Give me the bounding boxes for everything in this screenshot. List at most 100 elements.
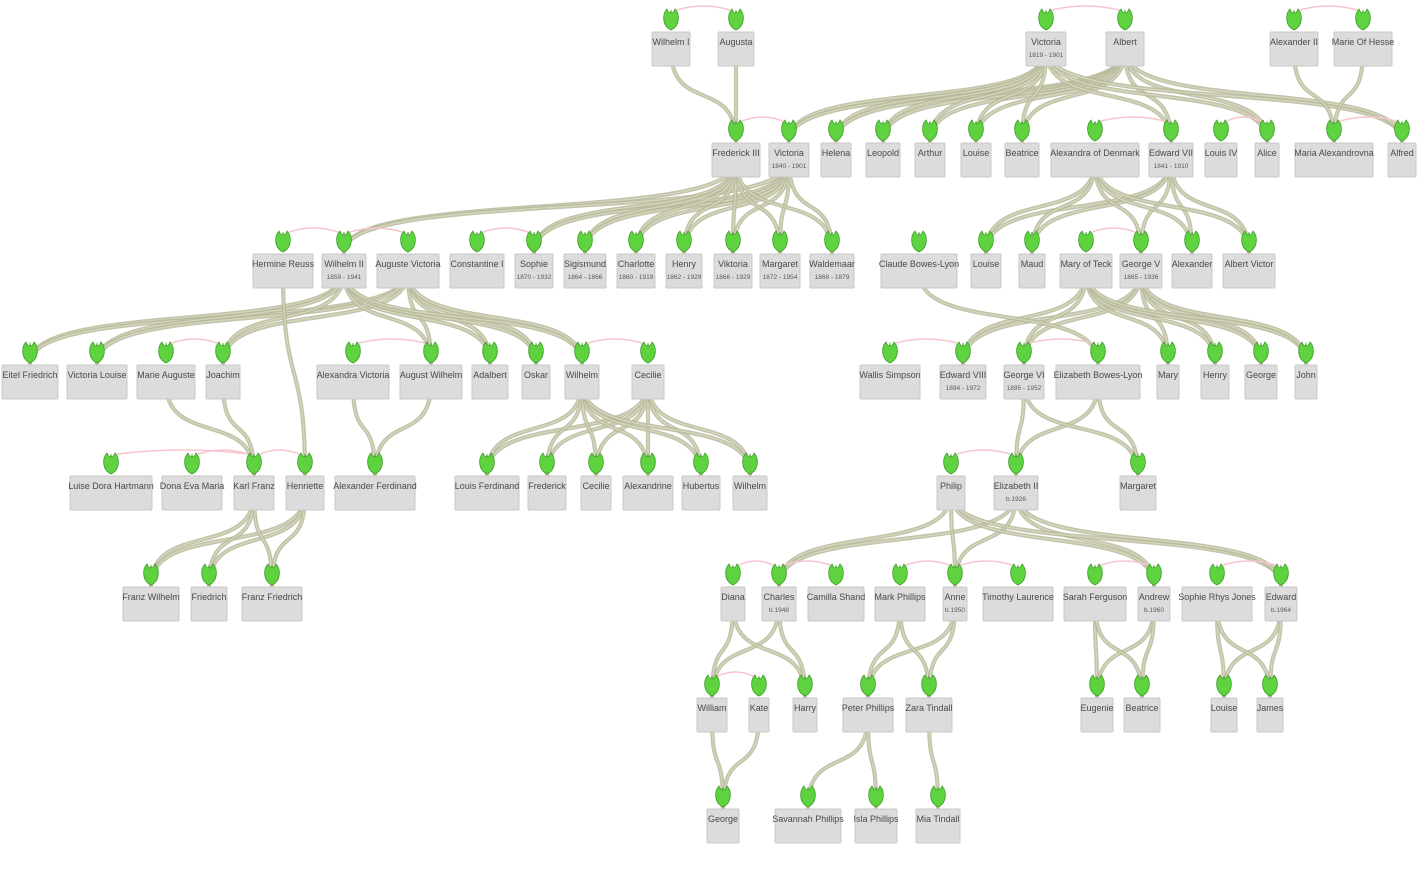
person-card[interactable]	[1063, 586, 1127, 622]
person-card[interactable]	[1294, 142, 1374, 178]
person-node[interactable]: James	[1256, 674, 1284, 733]
person-node[interactable]: Albert Victor	[1222, 230, 1276, 289]
person-card[interactable]	[651, 31, 691, 67]
person-card[interactable]	[122, 586, 180, 622]
person-node[interactable]: Friedrich	[190, 563, 228, 622]
person-node[interactable]: Albert	[1105, 8, 1145, 67]
person-card[interactable]	[874, 586, 926, 622]
person-node[interactable]: Alexandra of Denmark	[1050, 119, 1140, 178]
person-node[interactable]: Elizabeth Bowes-Lyon	[1054, 341, 1143, 400]
person-node[interactable]: Hermine Reuss	[252, 230, 315, 289]
person-node[interactable]: Alfred	[1387, 119, 1417, 178]
person-card[interactable]	[1269, 31, 1319, 67]
person-node[interactable]: Kate	[748, 674, 770, 733]
person-node[interactable]: Alexandra Victoria	[316, 341, 390, 400]
person-node[interactable]: Henriette	[285, 452, 325, 511]
person-card[interactable]	[233, 475, 275, 511]
person-card[interactable]	[1, 364, 59, 400]
person-card[interactable]	[376, 253, 440, 289]
person-card[interactable]	[1210, 697, 1238, 733]
person-node[interactable]: William	[696, 674, 728, 733]
person-node[interactable]: Timothy Laurence	[982, 563, 1054, 622]
person-card[interactable]	[1018, 253, 1046, 289]
person-card[interactable]	[681, 475, 721, 511]
person-card[interactable]	[1333, 31, 1393, 67]
person-card[interactable]	[334, 475, 416, 511]
person-node[interactable]: Wallis Simpson	[859, 341, 921, 400]
person-card[interactable]	[982, 586, 1054, 622]
person-card[interactable]	[732, 475, 768, 511]
person-node[interactable]: Leopold	[865, 119, 901, 178]
person-card[interactable]	[720, 586, 746, 622]
person-node[interactable]: Wilhelm	[564, 341, 600, 400]
person-card[interactable]	[1264, 586, 1298, 622]
person-node[interactable]: Eitel Friedrich	[1, 341, 59, 400]
person-node[interactable]: Alexander Ferdinand	[333, 452, 417, 511]
person-node[interactable]: Mark Phillips	[874, 563, 926, 622]
person-card[interactable]	[241, 586, 303, 622]
person-node[interactable]: Eugenie	[1080, 674, 1114, 733]
person-node[interactable]: Mary	[1156, 341, 1180, 400]
person-card[interactable]	[706, 808, 740, 844]
person-card[interactable]	[1055, 364, 1141, 400]
person-card[interactable]	[696, 697, 728, 733]
person-card[interactable]	[768, 142, 810, 178]
person-node[interactable]: Frederick	[527, 452, 567, 511]
person-node[interactable]: Helena	[820, 119, 852, 178]
person-node[interactable]: Zara Tindall	[905, 674, 953, 733]
person-node[interactable]: Karl Franz	[233, 452, 275, 511]
person-card[interactable]	[316, 364, 390, 400]
person-card[interactable]	[914, 142, 946, 178]
person-card[interactable]	[1105, 31, 1145, 67]
person-card[interactable]	[1256, 697, 1284, 733]
person-card[interactable]	[774, 808, 842, 844]
person-node[interactable]: Maud	[1018, 230, 1046, 289]
person-card[interactable]	[820, 142, 852, 178]
person-node[interactable]: Hubertus	[681, 452, 721, 511]
person-node[interactable]: Franz Friedrich	[241, 563, 303, 622]
person-card[interactable]	[748, 697, 770, 733]
person-card[interactable]	[717, 31, 755, 67]
person-card[interactable]	[521, 364, 551, 400]
person-card[interactable]	[905, 697, 953, 733]
person-node[interactable]: Cecilie	[631, 341, 665, 400]
person-card[interactable]	[514, 253, 554, 289]
person-card[interactable]	[939, 364, 987, 400]
person-card[interactable]	[854, 808, 898, 844]
person-card[interactable]	[616, 253, 656, 289]
person-node[interactable]: Adalbert	[471, 341, 509, 400]
person-card[interactable]	[161, 475, 223, 511]
person-node[interactable]: Margaret	[1119, 452, 1157, 511]
person-node[interactable]: John	[1294, 341, 1318, 400]
person-card[interactable]	[1004, 142, 1040, 178]
person-card[interactable]	[792, 697, 818, 733]
person-node[interactable]: Philip	[936, 452, 966, 511]
person-node[interactable]: Wilhelm I	[651, 8, 691, 67]
person-node[interactable]: Augusta	[717, 8, 755, 67]
person-node[interactable]: Sophie Rhys Jones	[1178, 563, 1256, 622]
person-node[interactable]: Auguste Victoria	[375, 230, 441, 289]
person-card[interactable]	[1003, 364, 1045, 400]
person-card[interactable]	[136, 364, 196, 400]
person-node[interactable]: Camilla Shand	[807, 563, 866, 622]
person-node[interactable]: Beatrice	[1004, 119, 1040, 178]
person-card[interactable]	[1123, 697, 1161, 733]
person-card[interactable]	[1171, 253, 1213, 289]
person-card[interactable]	[205, 364, 241, 400]
person-node[interactable]: Joachim	[205, 341, 241, 400]
person-card[interactable]	[1294, 364, 1318, 400]
person-node[interactable]: Franz Wilhelm	[122, 563, 180, 622]
person-card[interactable]	[252, 253, 314, 289]
person-card[interactable]	[1200, 364, 1230, 400]
person-node[interactable]: Cecilie	[580, 452, 612, 511]
